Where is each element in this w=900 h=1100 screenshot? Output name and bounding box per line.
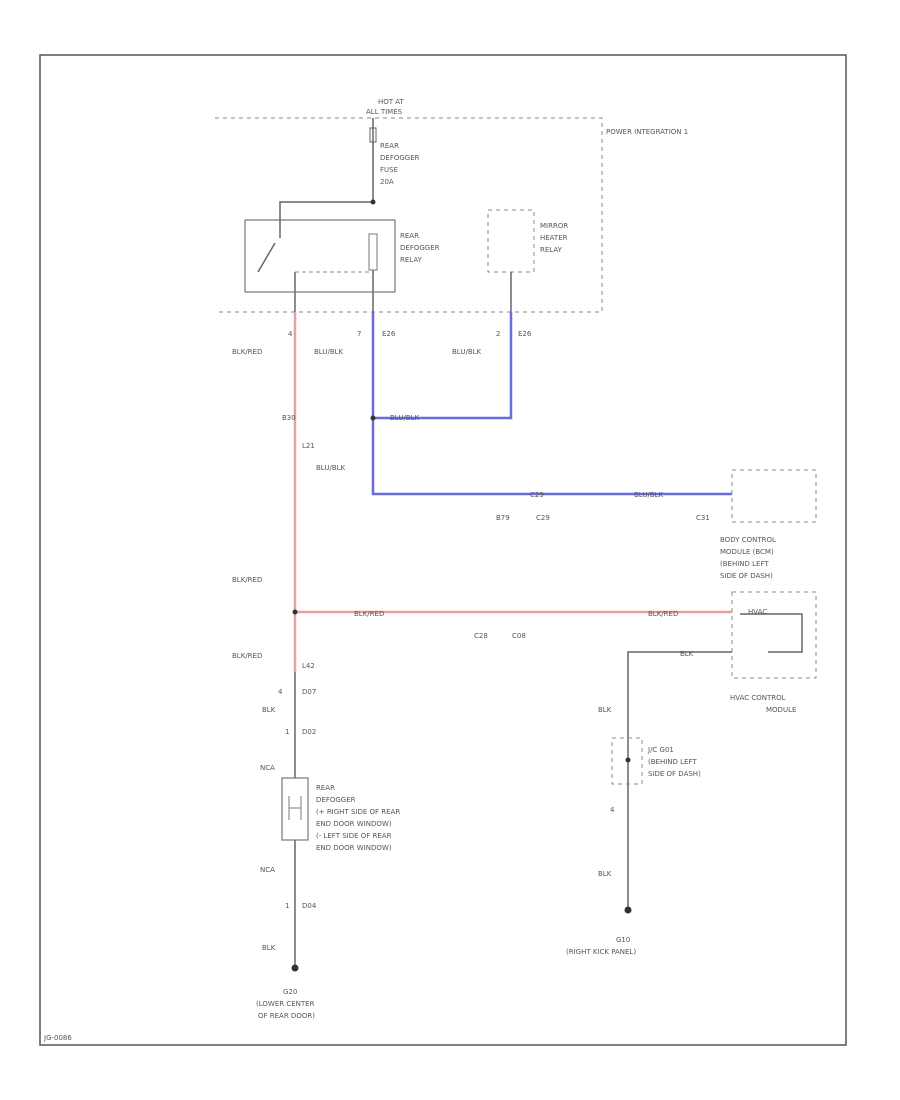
power-integration-box <box>215 117 603 313</box>
wire-blkred-5: BLK/RED <box>232 652 262 660</box>
defogger-label-5: (- LEFT SIDE OF REAR <box>316 832 392 840</box>
pin-4: 4 <box>288 330 293 338</box>
wire-blublk-1: BLU/BLK <box>314 348 344 356</box>
wire-blkred-1: BLK/RED <box>232 348 262 356</box>
defogger-label-1: REAR <box>316 784 335 792</box>
blue-wire-main <box>371 312 732 496</box>
hot-label-1: HOT AT <box>378 98 405 106</box>
power-integration-label: POWER INTEGRATION 1 <box>606 128 688 136</box>
relay-label-3: RELAY <box>400 256 423 264</box>
blue-wire-mirror <box>373 312 513 420</box>
conn-c29: C29 <box>536 514 550 522</box>
conn-d04: D04 <box>302 902 317 910</box>
bcm-label-4: SIDE OF DASH) <box>720 572 773 580</box>
diagram-frame <box>39 54 847 1046</box>
ground-right-label-2: (RIGHT KICK PANEL) <box>566 948 636 956</box>
fuse-label-2: DEFOGGER <box>380 154 420 162</box>
wire-nca-1: NCA <box>260 764 275 772</box>
wire-blublk-2: BLU/BLK <box>452 348 482 356</box>
relay-coil <box>368 233 378 271</box>
fuse-label-1: REAR <box>380 142 399 150</box>
hvac-label-1: HVAC CONTROL <box>730 694 786 702</box>
wire-blublk-3: BLU/BLK <box>390 414 420 422</box>
pin-1: 1 <box>285 728 289 736</box>
conn-b30: B30 <box>282 414 296 422</box>
bcm-box <box>731 469 817 523</box>
jc-junction-dot <box>625 757 631 763</box>
hvac-box <box>731 591 817 679</box>
fuse-symbol <box>369 127 377 143</box>
wire-blublk-5: BLU/BLK <box>634 491 664 499</box>
jc-label-2: (BEHIND LEFT <box>648 758 697 766</box>
ground-right-icon <box>624 906 632 914</box>
wire-blk-3: BLK <box>598 706 612 714</box>
wire-blkred-4: BLK/RED <box>648 610 678 618</box>
defogger-label-6: END DOOR WINDOW) <box>316 844 392 852</box>
wire-blkred-3: BLK/RED <box>354 610 384 618</box>
relay-feed <box>279 201 373 238</box>
relay-switch <box>257 242 276 273</box>
wire-nca-2: NCA <box>260 866 275 874</box>
conn-l42: L42 <box>302 662 315 670</box>
jc-box <box>611 737 643 785</box>
mirror-relay-label-2: HEATER <box>540 234 568 242</box>
bcm-label-3: (BEHIND LEFT <box>720 560 769 568</box>
blue-junction-dot <box>370 415 376 421</box>
hot-label-2: ALL TIMES <box>366 108 403 116</box>
defogger-label-4: END DOOR WINDOW) <box>316 820 392 828</box>
defogger-element <box>281 777 309 841</box>
ground-right-label-1: G10 <box>616 936 630 944</box>
pin-1b: 1 <box>285 902 289 910</box>
c29-label: C29 <box>530 491 544 499</box>
wire-blk-4: BLK <box>262 944 276 952</box>
mirror-relay-label-3: RELAY <box>540 246 563 254</box>
conn-e26-a: E26 <box>382 330 396 338</box>
defogger-label-2: DEFOGGER <box>316 796 356 804</box>
wire-blk-1: BLK <box>680 650 694 658</box>
bcm-label-2: MODULE (BCM) <box>720 548 774 556</box>
wire-blkred-2: BLK/RED <box>232 576 262 584</box>
pin-7: 7 <box>357 330 361 338</box>
conn-l21: L21 <box>302 442 315 450</box>
defogger-grid-icon <box>288 796 302 820</box>
red-junction-dot <box>292 609 298 615</box>
conn-d07: D07 <box>302 688 316 696</box>
jc-label-1: J/C G01 <box>647 746 674 754</box>
bcm-label-1: BODY CONTROL <box>720 536 776 544</box>
pin-2: 2 <box>496 330 500 338</box>
ground-left-label-2: (LOWER CENTER <box>256 1000 315 1008</box>
hvac-label-2: MODULE <box>766 706 796 714</box>
wire-blk-5: BLK <box>598 870 612 878</box>
conn-c28: C28 <box>474 632 488 640</box>
hvac-ground-wire <box>627 651 732 908</box>
conn-c31: C31 <box>696 514 710 522</box>
pin-4b: 4 <box>278 688 283 696</box>
fuse-label-3: FUSE <box>380 166 398 174</box>
conn-b79: B79 <box>496 514 510 522</box>
jc-label-3: SIDE OF DASH) <box>648 770 701 778</box>
conn-d02: D02 <box>302 728 316 736</box>
conn-c08: C08 <box>512 632 526 640</box>
mirror-relay-label-1: MIRROR <box>540 222 568 230</box>
junction-dot <box>370 199 376 205</box>
figure-id: JG-0086 <box>43 1034 72 1042</box>
ground-left-label-1: G20 <box>283 988 297 996</box>
fuse-label-4: 20A <box>380 178 394 186</box>
relay-box <box>244 219 396 293</box>
mirror-relay-box <box>487 209 535 273</box>
relay-label-2: DEFOGGER <box>400 244 440 252</box>
wire-blublk-4: BLU/BLK <box>316 464 346 472</box>
conn-e26-b: E26 <box>518 330 532 338</box>
hvac-internal <box>740 613 803 653</box>
defogger-label-3: (+ RIGHT SIDE OF REAR <box>316 808 400 816</box>
wire-blk-2: BLK <box>262 706 276 714</box>
ground-left-label-3: OF REAR DOOR) <box>258 1012 315 1020</box>
relay-label-1: REAR <box>400 232 419 240</box>
pin-4c: 4 <box>610 806 615 814</box>
hvac-pin-label: HVAC <box>748 608 767 616</box>
ground-left-icon <box>291 964 299 972</box>
